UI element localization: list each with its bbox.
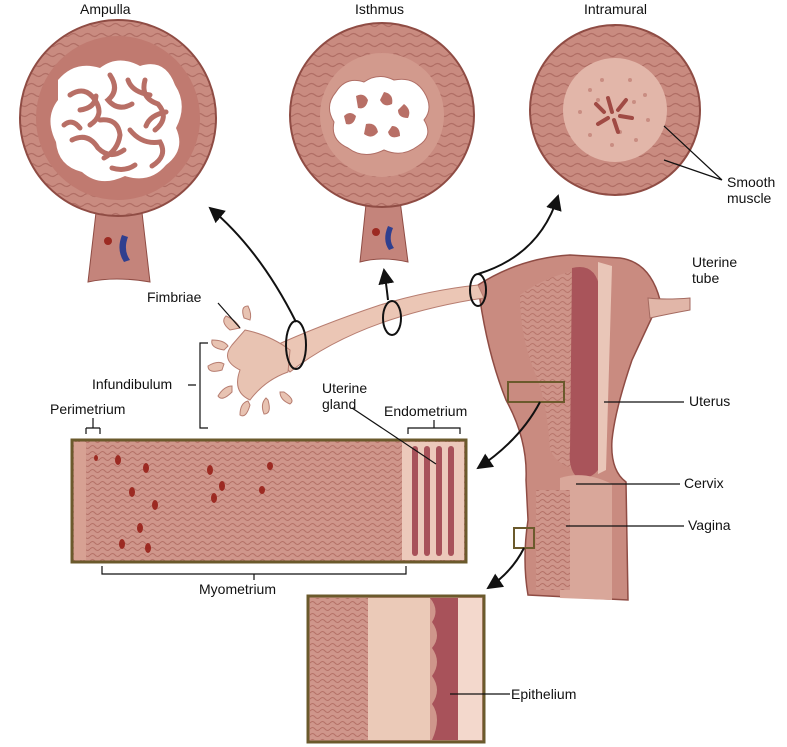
arrow-to-vagina-inset [486, 547, 525, 590]
arrows [208, 194, 562, 590]
endometrium-inset-marker [507, 381, 565, 403]
intramural-lumen [594, 96, 634, 134]
vaginal-muscle-zone [310, 598, 368, 740]
isthmus-vessel-red [372, 228, 380, 236]
perimetrium-strip [74, 442, 86, 560]
vaginal-wall-inset [306, 594, 486, 744]
uterine-tube-right [647, 297, 691, 319]
uterine-tube-body [269, 284, 485, 373]
vaginal-lamina-propria [368, 598, 430, 740]
uterus-myometrium-layer [520, 270, 586, 470]
uterine-gland-label: Uterine gland [322, 380, 368, 413]
vagina-label: Vagina [688, 517, 731, 533]
infundibulum-label: Infundibulum [92, 376, 173, 392]
myometrium-vessels [94, 455, 273, 553]
intramural-inner-layer [563, 58, 667, 162]
uterus-body [477, 254, 691, 601]
uterine-wall-inset-frame [70, 438, 468, 564]
infundibulum-bracket [188, 342, 208, 429]
fimbriae-fringe [207, 305, 293, 417]
uterine-cavity [569, 266, 600, 479]
arrow-to-ampulla [208, 206, 297, 323]
uterine-wall-inset [70, 438, 468, 564]
endometrium-bracket [407, 420, 461, 434]
ampulla-fold-pattern [61, 72, 169, 172]
uterine-gland-columns [412, 446, 454, 556]
isthmus-cross-section [289, 22, 475, 263]
perimetrium-bracket [85, 418, 101, 434]
isthmus-label: Isthmus [355, 1, 405, 17]
ampulla-label: Ampulla [80, 1, 131, 17]
intramural-cross-section [529, 24, 701, 196]
leader-lines [85, 125, 723, 695]
ampulla-vessel-red [104, 237, 112, 245]
ampulla-stalk [87, 194, 151, 283]
perimetrium-label: Perimetrium [50, 401, 126, 417]
isthmus-folds [344, 92, 410, 138]
isthmus-lumen [329, 76, 430, 155]
smooth-muscle-leader [663, 125, 723, 181]
arrow-to-endometrium-inset [476, 401, 541, 470]
ampulla-vessel-blue [119, 235, 130, 262]
vaginal-epithelium [430, 598, 458, 740]
ampulla-cross-section [19, 19, 217, 283]
arrow-to-isthmus [378, 268, 395, 301]
isthmus-vessel-blue [385, 226, 394, 250]
vaginal-outer-zone [458, 598, 482, 740]
fimbriae-leader [217, 302, 241, 329]
cervix-label: Cervix [684, 475, 724, 491]
endometrium-band [598, 262, 612, 474]
epithelium-label: Epithelium [511, 686, 577, 702]
myometrium-bracket [101, 566, 407, 580]
vagina-rugae [536, 490, 570, 590]
arrow-to-intramural [477, 194, 562, 275]
uterus-label: Uterus [689, 393, 731, 409]
endometrium-zone [402, 442, 464, 560]
uterine-tube-label: Uterine tube [692, 254, 738, 287]
isthmus-section-ring [382, 300, 402, 336]
fimbriae-label: Fimbriae [147, 289, 202, 305]
uterine-tube-left [207, 273, 487, 417]
myometrium-label: Myometrium [199, 581, 277, 597]
smooth-muscle-label: Smooth muscle [727, 174, 776, 207]
uterine-gland-leader [351, 407, 437, 465]
intramural-label: Intramural [584, 1, 648, 17]
endometrium-label: Endometrium [384, 403, 468, 419]
cervical-canal [560, 475, 612, 600]
